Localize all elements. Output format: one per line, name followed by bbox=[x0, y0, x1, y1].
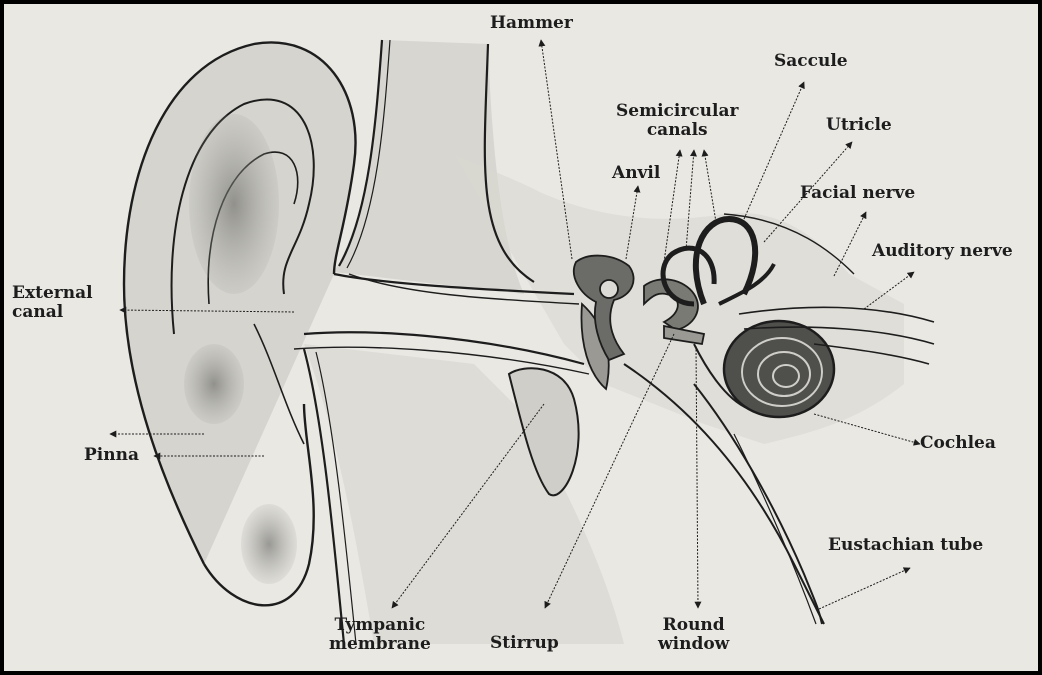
label-round-line1: Round bbox=[662, 615, 725, 635]
label-pinna: Pinna bbox=[84, 445, 139, 465]
label-eustachian-tube: Eustachian tube bbox=[828, 535, 984, 555]
leader-semicircular-1 bbox=[663, 149, 683, 263]
label-stirrup: Stirrup bbox=[490, 633, 559, 653]
label-external-line2: canal bbox=[12, 302, 64, 322]
leader-utricle bbox=[763, 141, 853, 243]
label-saccule: Saccule bbox=[774, 51, 848, 71]
label-external-canal: External canal bbox=[12, 284, 93, 322]
label-semicircular-canals: Semicircular canals bbox=[616, 102, 738, 140]
label-round-line2: window bbox=[658, 634, 730, 654]
leader-lines bbox=[109, 39, 921, 610]
leader-eustachian bbox=[818, 567, 911, 610]
leader-round-window bbox=[694, 345, 702, 609]
eustachian-tube-shape bbox=[507, 363, 825, 625]
ossicles bbox=[573, 254, 706, 362]
label-tympanic-membrane: Tympanic membrane bbox=[329, 616, 431, 654]
label-external-line1: External bbox=[12, 283, 93, 303]
label-facial-nerve: Facial nerve bbox=[800, 183, 916, 203]
label-anvil: Anvil bbox=[612, 163, 661, 183]
label-cochlea: Cochlea bbox=[920, 433, 996, 453]
semicircular-canals-shape bbox=[660, 215, 776, 307]
label-tympanic-line2: membrane bbox=[329, 634, 431, 654]
external-canal-shape bbox=[293, 39, 590, 645]
nerve-bundle bbox=[723, 213, 935, 365]
leader-external-canal bbox=[119, 306, 295, 314]
leader-semicircular-3 bbox=[701, 149, 717, 223]
label-round-window: Round window bbox=[658, 616, 729, 654]
ear-illustration bbox=[109, 39, 935, 645]
label-auditory-nerve: Auditory nerve bbox=[872, 241, 1013, 261]
leader-anvil bbox=[625, 185, 641, 260]
leader-saccule bbox=[743, 81, 805, 220]
leader-hammer bbox=[538, 39, 573, 260]
leader-cochlea bbox=[813, 413, 921, 446]
leader-semicircular-2 bbox=[685, 149, 697, 251]
label-semicircular-line1: Semicircular bbox=[616, 101, 739, 121]
label-semicircular-line2: canals bbox=[646, 120, 708, 140]
label-utricle: Utricle bbox=[826, 115, 892, 135]
leader-tympanic bbox=[391, 403, 545, 609]
leader-facial-nerve bbox=[833, 211, 867, 277]
leader-stirrup bbox=[544, 333, 675, 609]
label-tympanic-line1: Tympanic bbox=[334, 615, 426, 635]
cochlea-shape bbox=[693, 319, 836, 419]
label-hammer: Hammer bbox=[490, 13, 573, 33]
pinna-shape bbox=[122, 41, 357, 607]
